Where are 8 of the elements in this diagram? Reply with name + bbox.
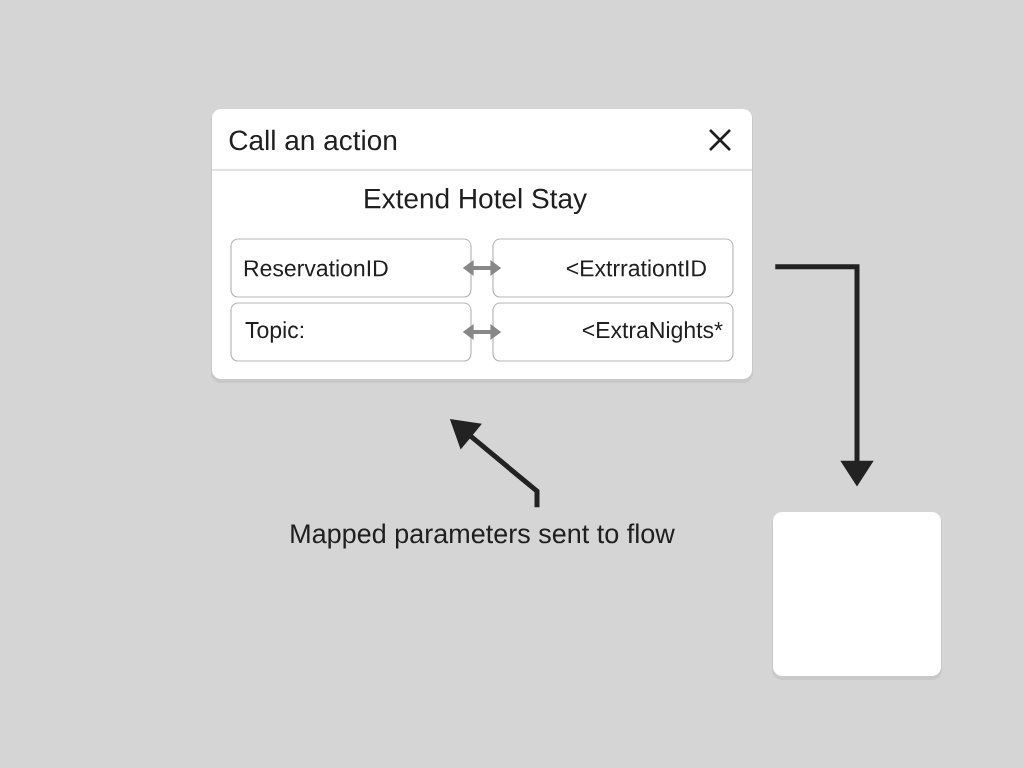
- input-field: ReservationID: [230, 238, 472, 298]
- empty-card: [772, 512, 942, 680]
- action-name: Extend Hotel Stay: [365, 187, 587, 215]
- annotation-text: Mapped parameters sent to flow: [291, 523, 675, 549]
- dialog-title: Call an action: [229, 129, 397, 151]
- input-field: Topic:: [230, 302, 472, 362]
- input-field: <ExtraNights*: [492, 302, 734, 362]
- input-field: <ExtrrationtID: [492, 238, 734, 298]
